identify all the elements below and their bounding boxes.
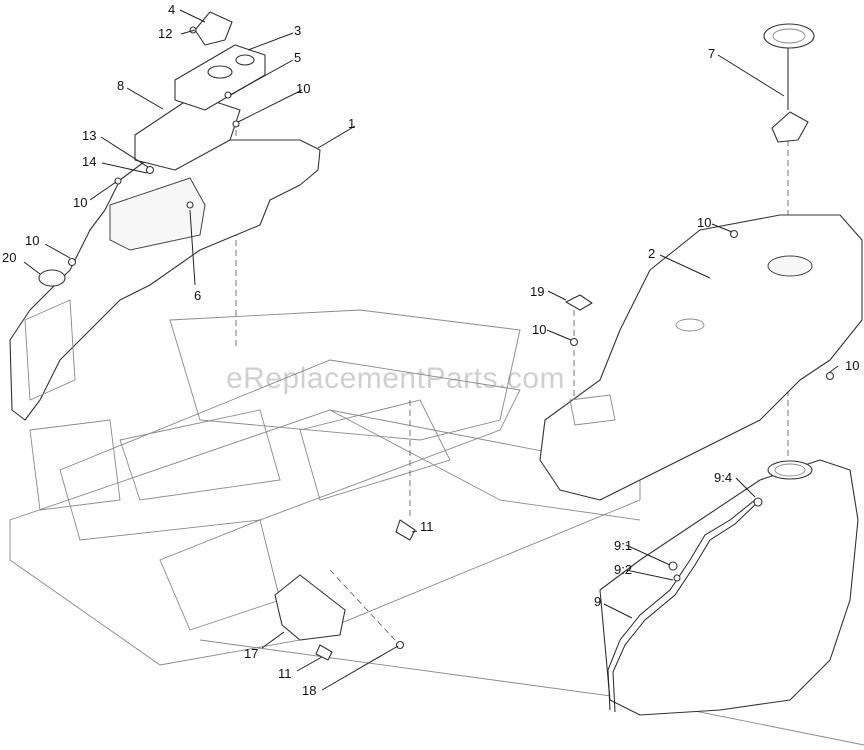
- watermark-text: eReplacementParts.com: [226, 362, 565, 395]
- callout-19: 19: [530, 284, 544, 299]
- callout-20: 20: [2, 250, 16, 265]
- callout-10-left-lower: 10: [25, 233, 39, 248]
- callout-2: 2: [648, 246, 655, 261]
- callout-5: 5: [294, 50, 301, 65]
- callout-9-4: 9:4: [714, 470, 732, 485]
- callout-leaders: [23, 9, 839, 691]
- fuel-tank: [599, 459, 859, 716]
- part-1-left-fender: [9, 139, 321, 421]
- part-17-bracket: [274, 574, 346, 641]
- callout-9-2: 9:2: [614, 562, 632, 577]
- callout-12: 12: [158, 26, 172, 41]
- callout-10-center: 10: [532, 322, 546, 337]
- callout-labels: 1 2 3 4 5 6 7 8 9 9:1 9:2 9:4 10 10 10 1…: [2, 2, 859, 698]
- callout-9: 9: [594, 594, 601, 609]
- part-3-control-plate: [174, 44, 266, 111]
- callout-3: 3: [294, 23, 301, 38]
- callout-14: 14: [82, 154, 96, 169]
- callout-13: 13: [82, 128, 96, 143]
- part-2-right-fender: [539, 214, 863, 501]
- callout-10-right-upper: 10: [697, 215, 711, 230]
- callout-7: 7: [708, 46, 715, 61]
- callout-10-right: 10: [845, 358, 859, 373]
- part-4-lever: [194, 11, 233, 46]
- hardware: [67, 26, 835, 650]
- part-20-cap: [38, 269, 66, 287]
- callout-1: 1: [348, 116, 355, 131]
- callout-4: 4: [168, 2, 175, 17]
- callout-8: 8: [117, 78, 124, 93]
- callout-18: 18: [302, 683, 316, 698]
- callout-11-upper: 11: [420, 519, 434, 534]
- callout-11-lower: 11: [278, 666, 292, 681]
- part-7-fuel-cap: [763, 23, 815, 143]
- callout-6: 6: [194, 288, 201, 303]
- callout-17: 17: [244, 646, 258, 661]
- callout-10-left-upper: 10: [73, 195, 87, 210]
- part-9-fuel-line: [607, 497, 763, 713]
- callout-9-1: 9:1: [614, 538, 632, 553]
- part-11-clip: [315, 519, 416, 661]
- callout-10-top: 10: [296, 81, 310, 96]
- part-19-cap: [565, 294, 593, 311]
